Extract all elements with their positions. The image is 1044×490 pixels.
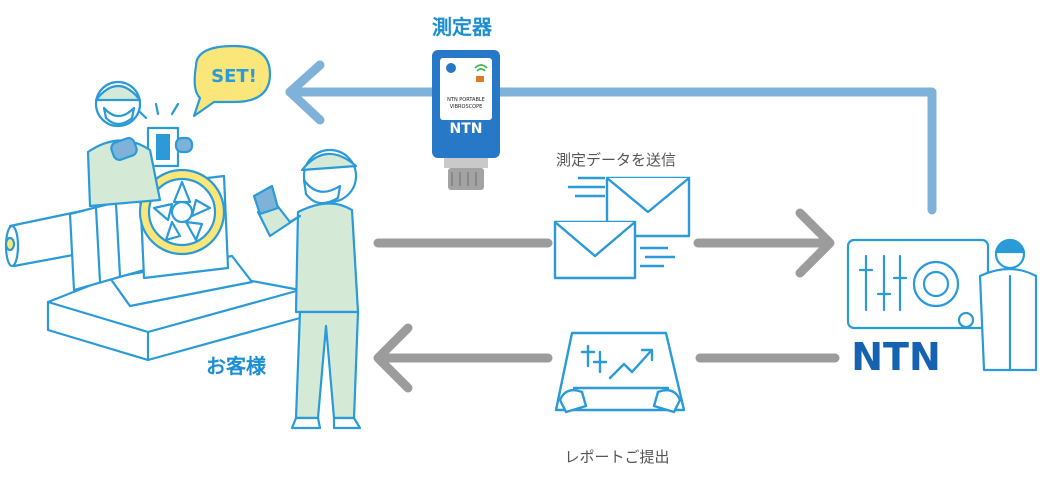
report-chart-icon (554, 331, 686, 414)
report-label: レポートご提出 (564, 448, 669, 466)
send-data-arrow (373, 208, 835, 278)
worker-back (86, 80, 194, 208)
device-return-arrow (285, 60, 937, 215)
device-label: 測定器 (432, 15, 493, 39)
device-logo: NTN (450, 121, 483, 137)
ntn-monitor-scene (846, 238, 1038, 372)
ntn-logo: NTN (851, 335, 941, 379)
set-speech-bubble: SET! (192, 44, 272, 118)
mail-envelopes-icon (553, 176, 691, 280)
customer-label: お客様 (206, 354, 267, 378)
set-bubble-text: SET! (211, 66, 257, 87)
power-icon (446, 63, 456, 73)
vibroscope-device: NTN PORTABLE VIBROSCOPE NTN (432, 50, 500, 190)
battery-icon (476, 76, 484, 82)
wifi-icon (474, 64, 488, 72)
customer-machine-scene (4, 102, 302, 362)
device-text-line1: NTN PORTABLE (447, 97, 485, 103)
device-text-line2: VIBROSCOPE (450, 104, 483, 110)
report-arrow (373, 323, 840, 393)
customer-person (252, 148, 362, 430)
send-data-label: 測定データを送信 (556, 151, 676, 169)
